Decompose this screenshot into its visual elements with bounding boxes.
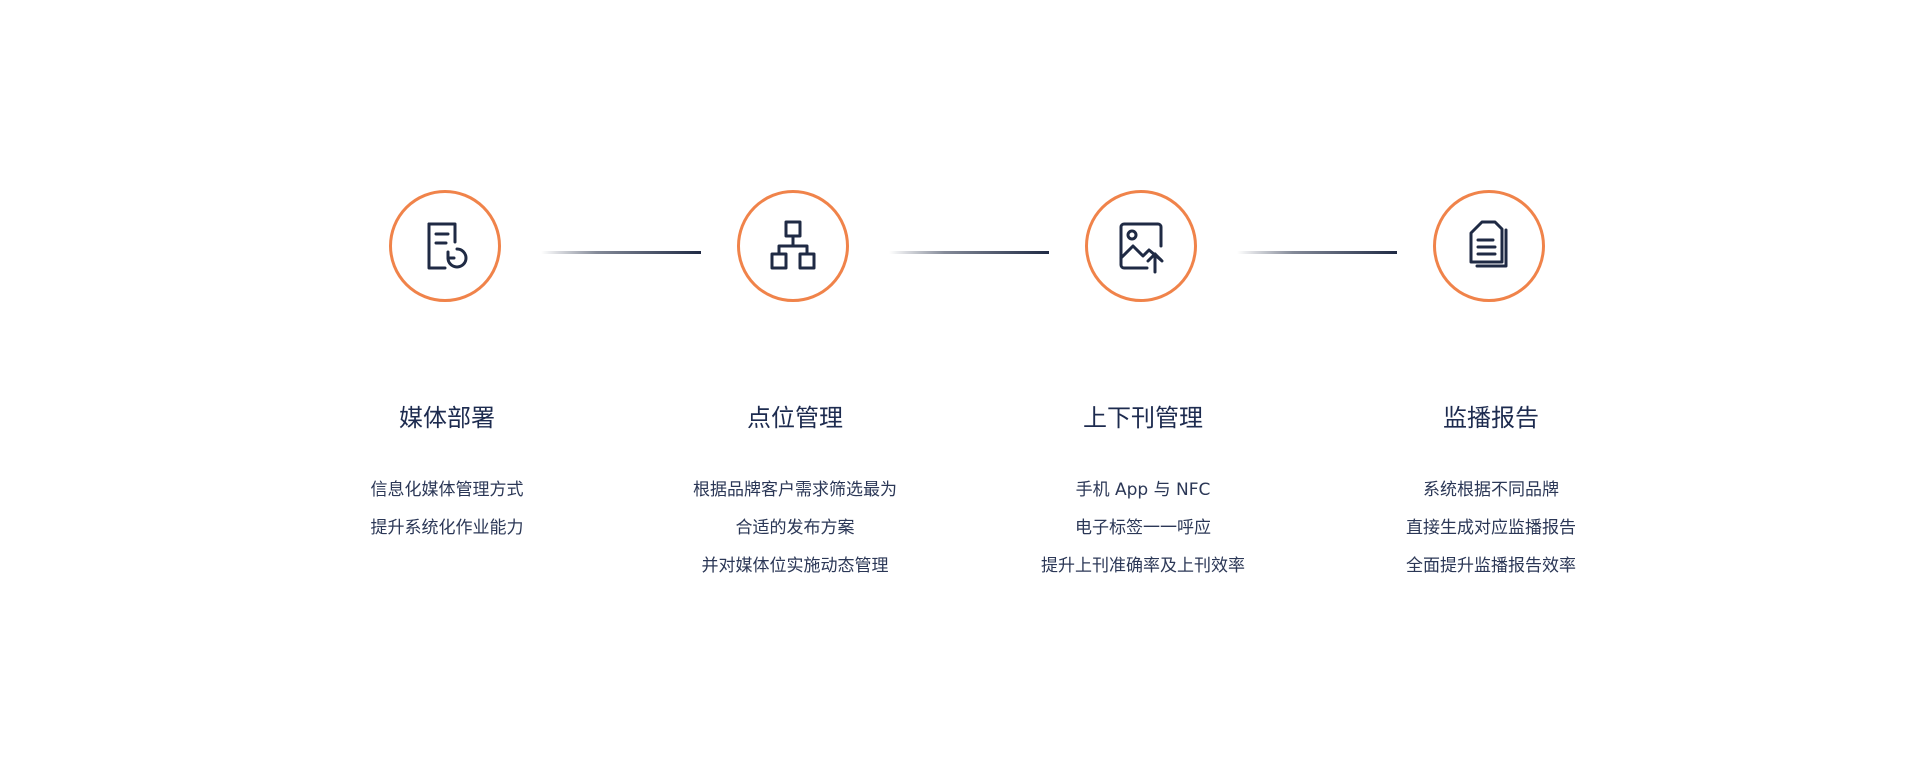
step-description-line: 提升系统化作业能力 (370, 518, 524, 538)
step-media-deployment: 媒体部署 信息化媒体管理方式 提升系统化作业能力 (297, 0, 597, 762)
step-icon-circle (1433, 190, 1545, 302)
step-description: 根据品牌客户需求筛选最为 合适的发布方案 并对媒体位实施动态管理 (645, 471, 945, 585)
documents-icon (1469, 220, 1508, 268)
step-description-line: 并对媒体位实施动态管理 (701, 556, 889, 576)
step-description: 手机 App 与 NFC 电子标签一一呼应 提升上刊准确率及上刊效率 (993, 471, 1293, 585)
step-description-line: 提升上刊准确率及上刊效率 (1041, 556, 1245, 576)
step-description: 信息化媒体管理方式 提升系统化作业能力 (297, 471, 597, 547)
step-icon-circle (1085, 190, 1197, 302)
document-refresh-icon (427, 222, 468, 270)
step-description-line: 系统根据不同品牌 (1423, 480, 1559, 500)
step-title: 上下刊管理 (1083, 404, 1203, 432)
step-point-management: 点位管理 根据品牌客户需求筛选最为 合适的发布方案 并对媒体位实施动态管理 (645, 0, 945, 762)
step-title: 媒体部署 (399, 404, 495, 432)
step-description-line: 电子标签一一呼应 (1075, 518, 1211, 538)
step-title: 监播报告 (1443, 404, 1539, 432)
step-description: 系统根据不同品牌 直接生成对应监播报告 全面提升监播报告效率 (1341, 471, 1641, 585)
image-upload-icon (1119, 222, 1164, 274)
step-monitoring-report: 监播报告 系统根据不同品牌 直接生成对应监播报告 全面提升监播报告效率 (1341, 0, 1641, 762)
step-posting-management: 上下刊管理 手机 App 与 NFC 电子标签一一呼应 提升上刊准确率及上刊效率 (993, 0, 1293, 762)
step-description-line: 信息化媒体管理方式 (370, 480, 524, 500)
step-description-line: 手机 App 与 NFC (1075, 480, 1211, 500)
step-connector (889, 251, 1049, 254)
step-icon-circle (389, 190, 501, 302)
step-description-line: 根据品牌客户需求筛选最为 (693, 480, 897, 500)
step-connector (541, 251, 701, 254)
step-description-line: 全面提升监播报告效率 (1406, 556, 1576, 576)
step-connector (1237, 251, 1397, 254)
step-icon-circle (737, 190, 849, 302)
hierarchy-icon (770, 220, 816, 270)
step-description-line: 直接生成对应监播报告 (1406, 518, 1576, 538)
step-title: 点位管理 (747, 404, 843, 432)
step-description-line: 合适的发布方案 (735, 518, 855, 538)
